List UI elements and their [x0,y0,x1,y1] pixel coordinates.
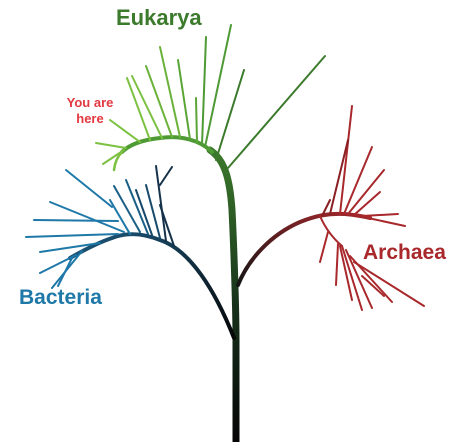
label-archaea: Archaea [363,242,446,263]
eukarya-branches [96,25,325,170]
label-bacteria: Bacteria [19,287,102,308]
label-you-are-here-line2: here [54,111,126,127]
label-you-are-here: You are here [54,95,126,126]
label-eukarya: Eukarya [116,7,202,29]
label-you-are-here-line1: You are [54,95,126,111]
bacteria-branches [26,166,234,338]
archaea-branches [238,106,424,310]
